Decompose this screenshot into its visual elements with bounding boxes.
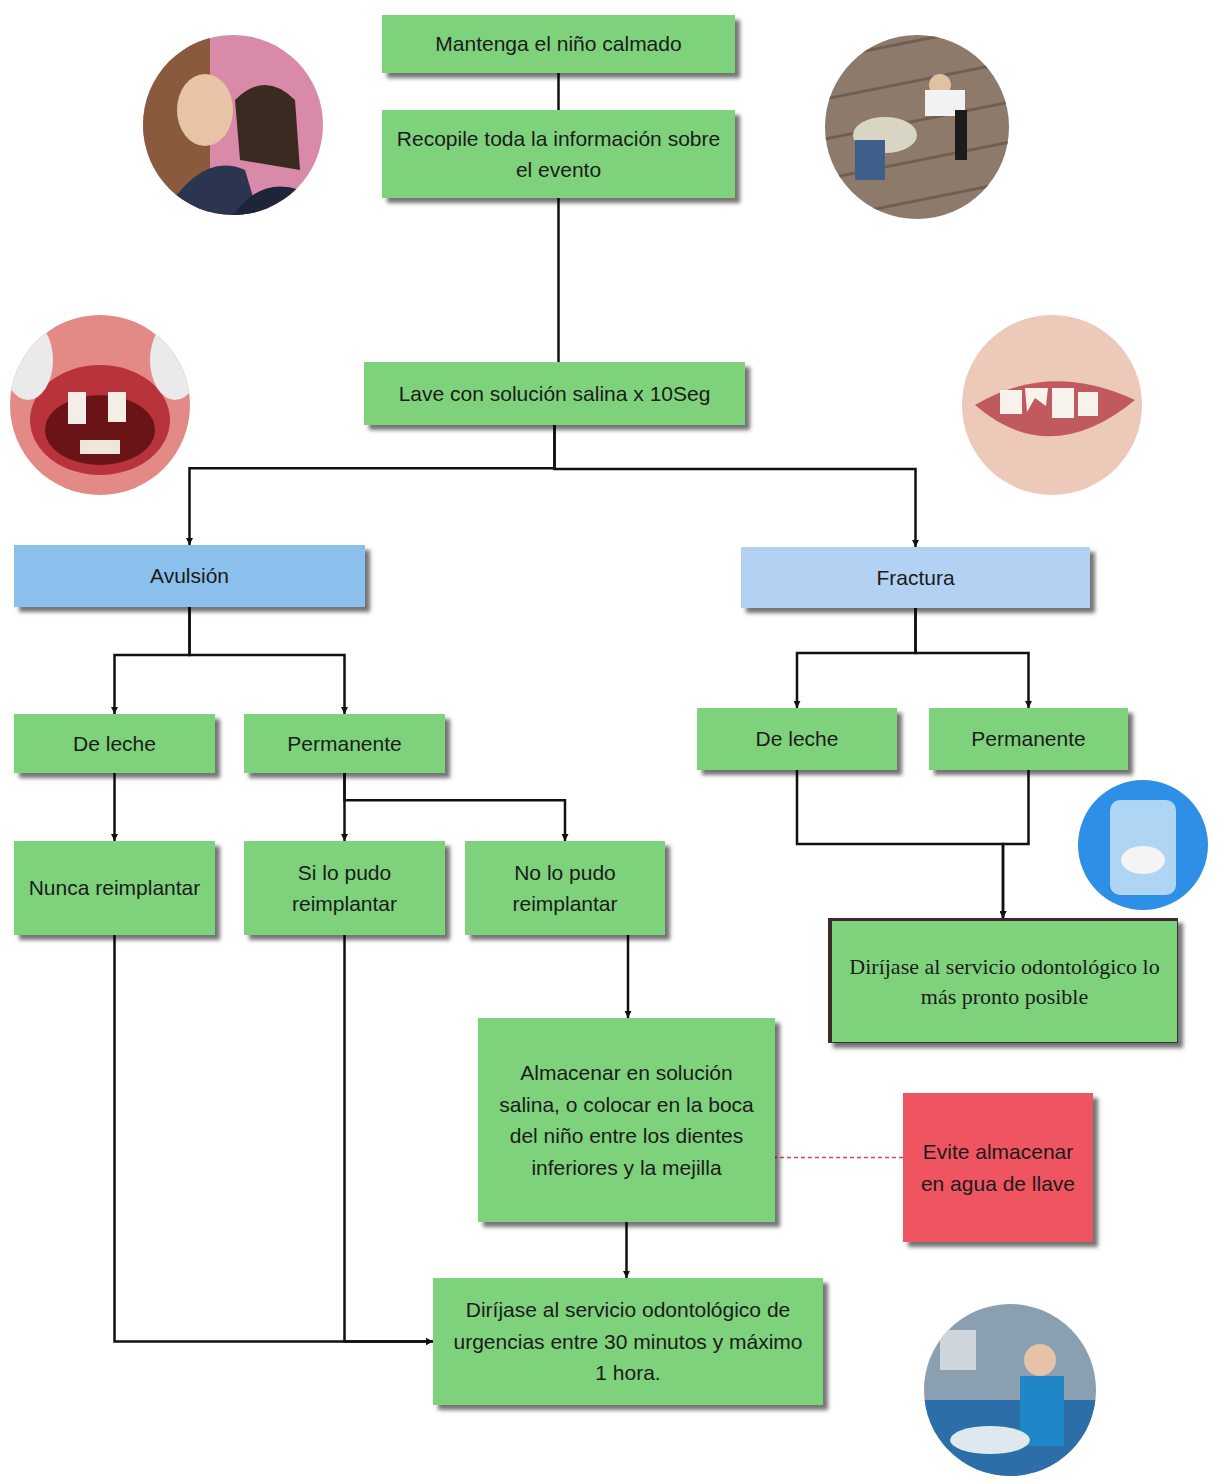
photo-dentist xyxy=(924,1304,1096,1480)
category-box: Avulsión xyxy=(14,545,365,607)
process-box: Diríjase al servicio odontológico de urg… xyxy=(433,1278,823,1405)
box-text: Si lo pudo reimplantar xyxy=(256,857,433,920)
flow-connector xyxy=(345,935,434,1342)
box-text: No lo pudo reimplantar xyxy=(477,857,653,920)
flow-connector xyxy=(797,770,1003,918)
warning-box: Evite almacenar en agua de llave xyxy=(903,1093,1093,1242)
box-text: Recopile toda la información sobre el ev… xyxy=(394,123,723,186)
box-text: Lave con solución salina x 10Seg xyxy=(399,378,711,410)
process-box: Mantenga el niño calmado xyxy=(382,15,735,73)
process-box: Si lo pudo reimplantar xyxy=(244,841,445,935)
flow-connector xyxy=(345,773,566,841)
photo-jar xyxy=(1078,780,1208,910)
flow-connector xyxy=(1003,770,1029,918)
flow-connector xyxy=(625,1222,628,1278)
flow-connector xyxy=(557,198,560,362)
box-text: Avulsión xyxy=(150,560,229,592)
process-box: Nunca reimplantar xyxy=(14,841,215,935)
process-box: Permanente xyxy=(244,714,445,773)
photo-avulsion xyxy=(3,315,200,495)
flow-connector xyxy=(190,607,345,714)
box-text: Permanente xyxy=(287,728,401,760)
photo-fracture xyxy=(962,315,1142,495)
flow-connector xyxy=(916,608,1029,708)
category-box: Fractura xyxy=(741,547,1090,608)
photo-mother-child xyxy=(140,30,330,220)
box-text: Nunca reimplantar xyxy=(29,872,201,904)
box-text: Diríjase al servicio odontológico de urg… xyxy=(445,1294,811,1389)
flow-connector xyxy=(627,935,630,1018)
flow-connector xyxy=(115,607,190,714)
photo-fall xyxy=(820,20,1020,230)
box-text: Mantenga el niño calmado xyxy=(435,28,681,60)
box-text: Diríjase al servicio odontológico lo más… xyxy=(844,952,1165,1011)
flow-connector xyxy=(555,425,916,547)
process-box: Lave con solución salina x 10Seg xyxy=(364,362,745,425)
process-box: De leche xyxy=(14,714,215,773)
dashed-connector xyxy=(775,1157,903,1159)
flow-connector xyxy=(190,425,555,545)
flow-connector xyxy=(797,608,916,708)
box-text: Almacenar en solución salina, o colocar … xyxy=(490,1057,763,1183)
process-box: Almacenar en solución salina, o colocar … xyxy=(478,1018,775,1222)
process-box: Recopile toda la información sobre el ev… xyxy=(382,110,735,198)
process-box: Permanente xyxy=(929,708,1128,770)
box-text: De leche xyxy=(73,728,156,760)
flow-connector xyxy=(557,73,560,110)
box-text: Permanente xyxy=(971,723,1085,755)
box-text: De leche xyxy=(756,723,839,755)
process-box: De leche xyxy=(697,708,897,770)
process-box: No lo pudo reimplantar xyxy=(465,841,665,935)
box-text: Evite almacenar en agua de llave xyxy=(915,1136,1081,1199)
flow-connector xyxy=(113,773,116,841)
flow-connector xyxy=(115,935,434,1342)
process-box: Diríjase al servicio odontológico lo más… xyxy=(828,918,1178,1043)
box-text: Fractura xyxy=(876,562,954,594)
